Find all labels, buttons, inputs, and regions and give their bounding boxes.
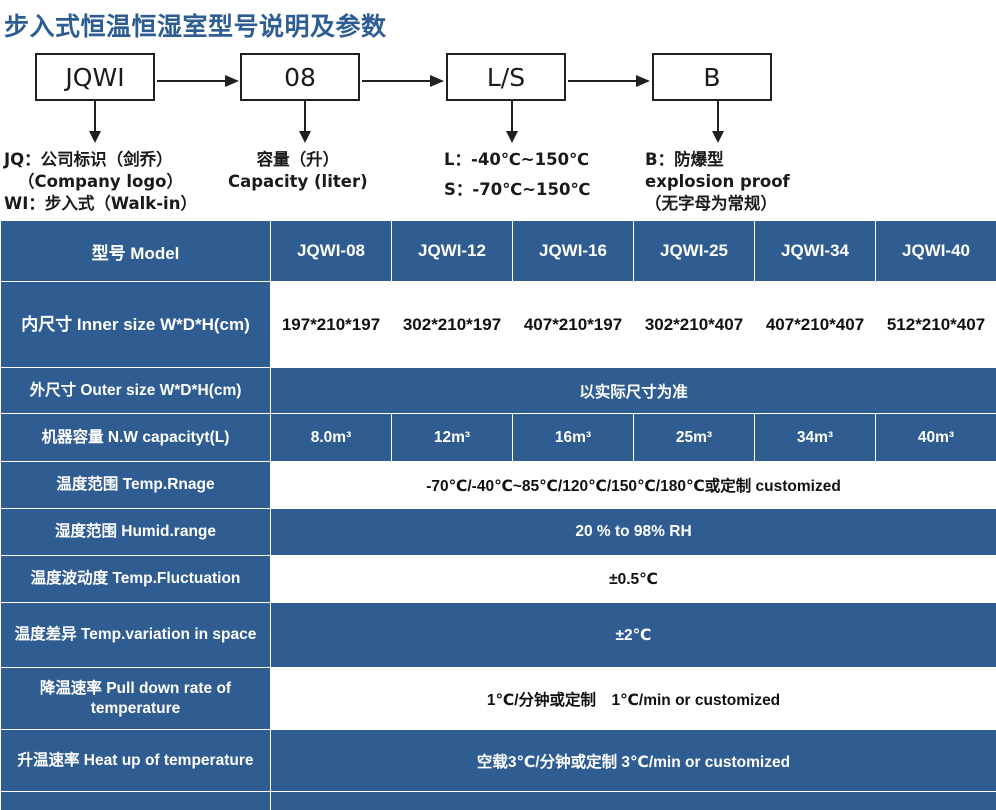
diagram-node-temp-range: L/S — [446, 53, 566, 101]
diagram-node-capacity: 08 — [240, 53, 360, 101]
table-header-row: 型号 Model JQWI-08 JQWI-12 JQWI-16 JQWI-25… — [0, 220, 996, 282]
arrow-down-icon-3 — [506, 101, 518, 143]
caption-line-3: WI：步入式（Walk-in） — [4, 193, 197, 213]
row-value: 407*210*197 — [512, 281, 634, 368]
row-value: 空载3℃/分钟或定制 3℃/min or customized — [270, 729, 996, 792]
row-value — [270, 791, 996, 810]
row-value: 302*210*197 — [391, 281, 513, 368]
table-row — [0, 791, 996, 810]
arrow-shaft — [568, 80, 637, 82]
row-value: 以实际尺寸为准 — [270, 367, 996, 414]
caption-line-1: JQ：公司标识（剑乔） — [4, 150, 173, 169]
row-label — [0, 791, 271, 810]
row-value: 197*210*197 — [270, 281, 392, 368]
row-value: ±2℃ — [270, 602, 996, 668]
table-header-model-2: JQWI-16 — [512, 220, 634, 282]
caption-line-2: explosion proof — [645, 171, 790, 191]
row-label: 外尺寸 Outer size W*D*H(cm) — [0, 367, 271, 414]
arrow-shaft — [362, 80, 431, 82]
table-header-label: 型号 Model — [0, 220, 271, 282]
row-value: -70℃/-40℃~85℃/120℃/150℃/180℃或定制 customiz… — [270, 461, 996, 509]
arrow-shaft — [304, 101, 306, 132]
table-row: 温度差异 Temp.variation in space ±2℃ — [0, 602, 996, 668]
table-row: 升温速率 Heat up of temperature 空载3℃/分钟或定制 3… — [0, 729, 996, 792]
row-value: 1℃/分钟或定制 1℃/min or customized — [270, 667, 996, 730]
row-value: 407*210*407 — [754, 281, 876, 368]
table-row: 机器容量 N.W capacityt(L) 8.0m³ 12m³ 16m³ 25… — [0, 413, 996, 462]
table-header-model-0: JQWI-08 — [270, 220, 392, 282]
arrow-down-icon-1 — [89, 101, 101, 143]
arrow-head — [89, 131, 101, 143]
row-label: 温度波动度 Temp.Fluctuation — [0, 555, 271, 603]
caption-line-1: B：防爆型 — [645, 150, 724, 169]
caption-line-3: （无字母为常规） — [645, 193, 777, 213]
arrow-right-icon-3 — [568, 75, 650, 87]
model-code-diagram: JQWI 08 L/S B — [0, 45, 996, 220]
table-row: 温度波动度 Temp.Fluctuation ±0.5℃ — [0, 555, 996, 603]
table-row: 内尺寸 Inner size W*D*H(cm) 197*210*197 302… — [0, 281, 996, 368]
table-header-model-3: JQWI-25 — [633, 220, 755, 282]
diagram-caption-capacity: 容量（升） Capacity (liter) — [228, 149, 368, 193]
diagram-caption-explosion-proof: B：防爆型 explosion proof （无字母为常规） — [645, 149, 790, 214]
arrow-shaft — [157, 80, 226, 82]
row-value: 8.0m³ — [270, 413, 392, 462]
caption-line-2: S：-70℃~150℃ — [444, 179, 591, 199]
row-label: 降温速率 Pull down rate of temperature — [0, 667, 271, 730]
arrow-shaft — [94, 101, 96, 132]
row-label: 内尺寸 Inner size W*D*H(cm) — [0, 281, 271, 368]
row-label: 湿度范围 Humid.range — [0, 508, 271, 556]
diagram-node-explosion-proof: B — [652, 53, 772, 101]
arrow-head — [299, 131, 311, 143]
row-value: 16m³ — [512, 413, 634, 462]
table-header-model-1: JQWI-12 — [391, 220, 513, 282]
table-row: 湿度范围 Humid.range 20 % to 98% RH — [0, 508, 996, 556]
arrow-down-icon-4 — [712, 101, 724, 143]
row-value: 20 % to 98% RH — [270, 508, 996, 556]
caption-line-1: 容量（升） — [256, 150, 340, 169]
row-label: 机器容量 N.W capacityt(L) — [0, 413, 271, 462]
caption-line-2: （Company logo） — [18, 171, 183, 191]
row-value: 25m³ — [633, 413, 755, 462]
caption-line-2: Capacity (liter) — [228, 171, 368, 191]
row-value: 302*210*407 — [633, 281, 755, 368]
arrow-head — [636, 75, 650, 87]
arrow-shaft — [717, 101, 719, 132]
arrow-head — [712, 131, 724, 143]
row-value: 40m³ — [875, 413, 996, 462]
arrow-down-icon-2 — [299, 101, 311, 143]
arrow-head — [225, 75, 239, 87]
page-title: 步入式恒温恒湿室型号说明及参数 — [4, 13, 387, 41]
table-header-model-5: JQWI-40 — [875, 220, 996, 282]
table-row: 外尺寸 Outer size W*D*H(cm) 以实际尺寸为准 — [0, 367, 996, 414]
diagram-node-jqwi: JQWI — [35, 53, 155, 101]
arrow-shaft — [511, 101, 513, 132]
table-row: 降温速率 Pull down rate of temperature 1℃/分钟… — [0, 667, 996, 730]
diagram-caption-company-logo: JQ：公司标识（剑乔） （Company logo） WI：步入式（Walk-i… — [4, 149, 197, 214]
diagram-caption-temp-range: L：-40℃~150℃ S：-70℃~150℃ — [444, 149, 590, 201]
row-label: 温度差异 Temp.variation in space — [0, 602, 271, 668]
row-label: 升温速率 Heat up of temperature — [0, 729, 271, 792]
row-value: 512*210*407 — [875, 281, 996, 368]
table-row: 温度范围 Temp.Rnage -70℃/-40℃~85℃/120℃/150℃/… — [0, 461, 996, 509]
arrow-right-icon-1 — [157, 75, 239, 87]
arrow-head — [506, 131, 518, 143]
row-value: 34m³ — [754, 413, 876, 462]
arrow-head — [430, 75, 444, 87]
caption-line-1: L：-40℃~150℃ — [444, 150, 590, 169]
specification-table: 型号 Model JQWI-08 JQWI-12 JQWI-16 JQWI-25… — [0, 220, 996, 810]
row-label: 温度范围 Temp.Rnage — [0, 461, 271, 509]
row-value: ±0.5℃ — [270, 555, 996, 603]
arrow-right-icon-2 — [362, 75, 444, 87]
table-header-model-4: JQWI-34 — [754, 220, 876, 282]
row-value: 12m³ — [391, 413, 513, 462]
